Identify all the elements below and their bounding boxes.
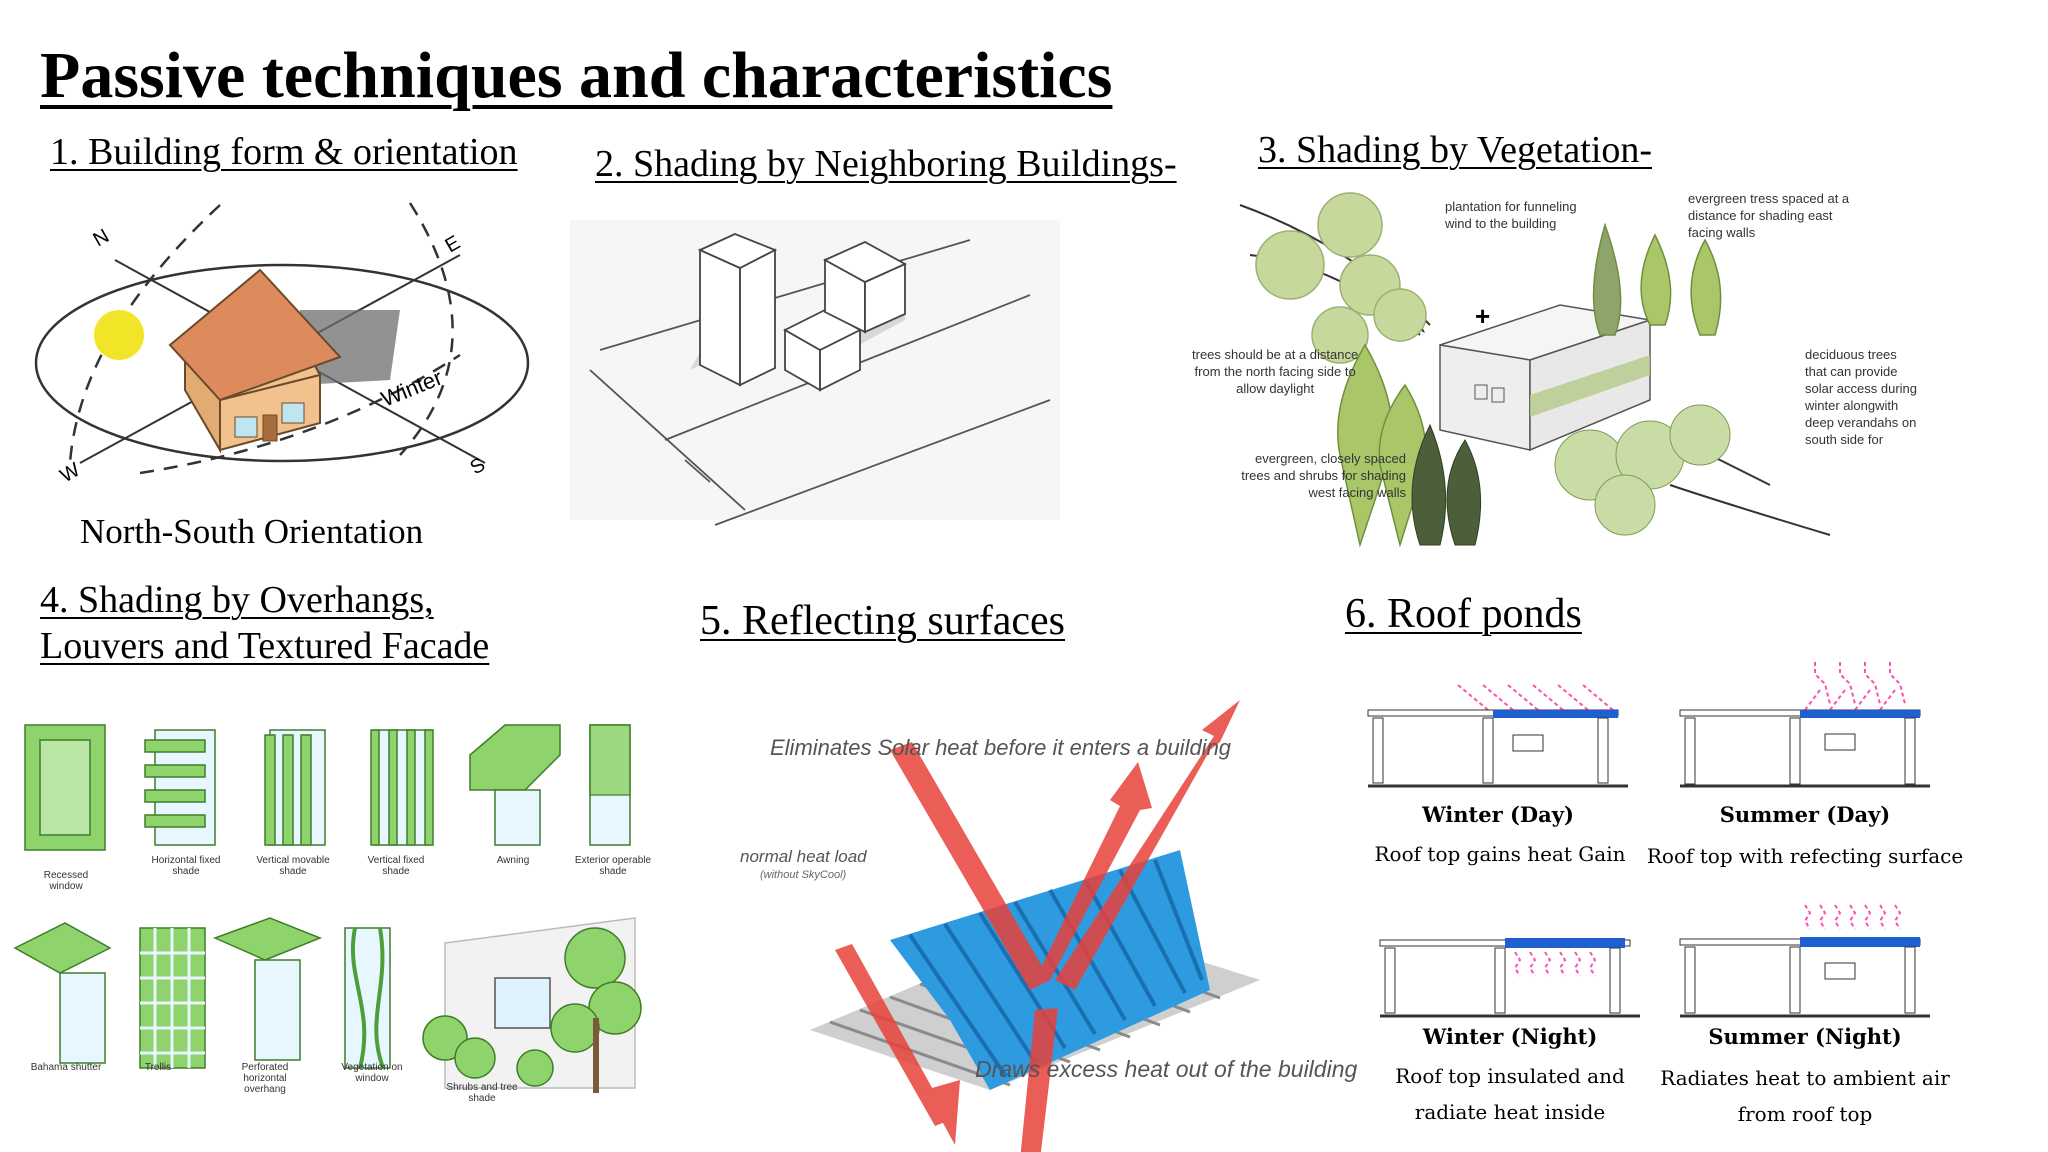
pond-label-summer-day: Summer (Day) xyxy=(1719,802,1891,827)
label-horizontal-fixed-shade: Horizontal fixed shade xyxy=(151,855,221,877)
label-shrubs-tree-shade: Shrubs and tree shade xyxy=(446,1082,518,1104)
orientation-diagram: N E S W Winter xyxy=(34,202,530,488)
compass-e: E xyxy=(442,232,465,258)
sun-icon xyxy=(94,310,144,360)
label-recessed-window: Recessed window xyxy=(43,870,89,892)
page-title: Passive techniques and characteristics xyxy=(40,39,1113,112)
reflect-load-text: normal heat load xyxy=(740,847,867,866)
compass-s: S xyxy=(467,454,490,480)
svg-text:+: + xyxy=(1475,301,1490,331)
label-perforated-overhang: Perforated horizontal overhang xyxy=(241,1062,289,1095)
section-1-heading: 1. Building form & orientation xyxy=(50,131,518,173)
label-exterior-operable-shade: Exterior operable shade xyxy=(574,855,652,877)
reflecting-surface-diagram: Eliminates Solar heat before it enters a… xyxy=(740,700,1357,1152)
section-3-heading: 3. Shading by Vegetation- xyxy=(1258,129,1653,171)
compass-n: N xyxy=(90,225,114,251)
label-vegetation-on-window: Vegetation on window xyxy=(341,1062,403,1084)
reflect-bottom-text: Draws excess heat out of the building xyxy=(975,1056,1357,1082)
pond-label-winter-night: Winter (Night) xyxy=(1422,1024,1598,1049)
pond-label-summer-night: Summer (Night) xyxy=(1708,1024,1902,1049)
pond-desc-winter-day: Roof top gains heat Gain xyxy=(1374,842,1626,866)
label-bahama-shutter: Bahama shutter xyxy=(30,1062,102,1073)
label-vertical-fixed-shade: Vertical fixed shade xyxy=(367,855,425,877)
label-awning: Awning xyxy=(496,855,530,866)
shading-devices-row2 xyxy=(13,917,642,1093)
roof-pond-summer-day xyxy=(1679,662,1930,788)
reflect-top-text: Eliminates Solar heat before it enters a… xyxy=(770,735,1232,760)
roof-pond-winter-night xyxy=(1379,938,1640,1018)
label-trellis: Trellis xyxy=(144,1062,172,1073)
pond-label-winter-day: Winter (Day) xyxy=(1422,802,1574,827)
pond-desc-summer-day: Roof top with refecting surface xyxy=(1646,844,1964,868)
section-1-caption: North-South Orientation xyxy=(80,512,424,551)
compass-w: W xyxy=(57,459,84,488)
roof-pond-winter-day xyxy=(1367,684,1628,788)
shading-devices-row1 xyxy=(24,724,631,851)
vegetation-diagram: + xyxy=(1239,192,1831,548)
neighboring-buildings-diagram xyxy=(570,220,1060,526)
section-4-heading-line1: 4. Shading by Overhangs, xyxy=(40,579,434,621)
section-2-heading: 2. Shading by Neighboring Buildings- xyxy=(595,143,1177,185)
label-vertical-movable-shade: Vertical movable shade xyxy=(256,855,330,877)
section-5-heading: 5. Reflecting surfaces xyxy=(700,598,1066,644)
roof-pond-summer-night xyxy=(1679,904,1930,1018)
section-4-heading-line2: Louvers and Textured Facade xyxy=(40,625,490,667)
section-6-heading: 6. Roof ponds xyxy=(1345,591,1582,637)
reflect-load-sub: (without SkyCool) xyxy=(760,869,847,881)
